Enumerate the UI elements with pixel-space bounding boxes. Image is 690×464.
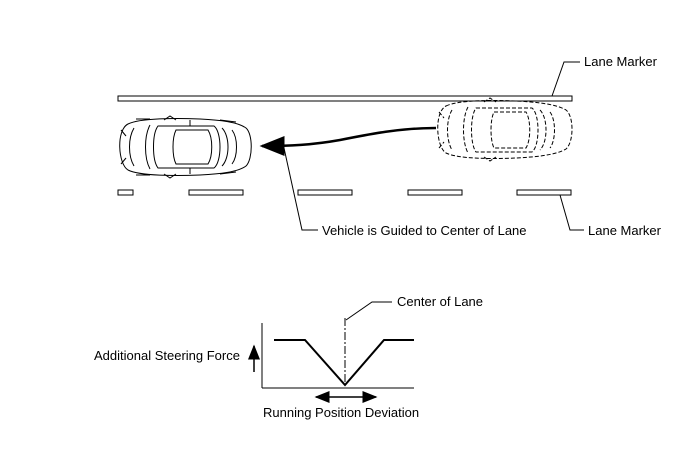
lane-marker-dashed [117,189,572,196]
leader-lane-marker-top [551,61,580,97]
label-lane-marker-top: Lane Marker [584,54,658,69]
leader-center-of-lane [345,301,392,321]
label-lane-marker-bottom: Lane Marker [588,223,662,238]
guidance-arrow [259,126,437,156]
label-vehicle-guided: Vehicle is Guided to Center of Lane [322,223,527,238]
label-center-of-lane: Center of Lane [397,294,483,309]
guided-vehicle [119,115,252,179]
label-running-position-deviation: Running Position Deviation [263,405,419,420]
drifting-vehicle [437,97,573,162]
force-curve [274,339,414,387]
lane-marker-solid [117,95,573,102]
steering-force-graph [248,301,414,403]
leader-vehicle-guided [283,147,318,231]
label-additional-steering-force: Additional Steering Force [94,348,240,363]
leader-lane-marker-bottom [559,194,584,231]
